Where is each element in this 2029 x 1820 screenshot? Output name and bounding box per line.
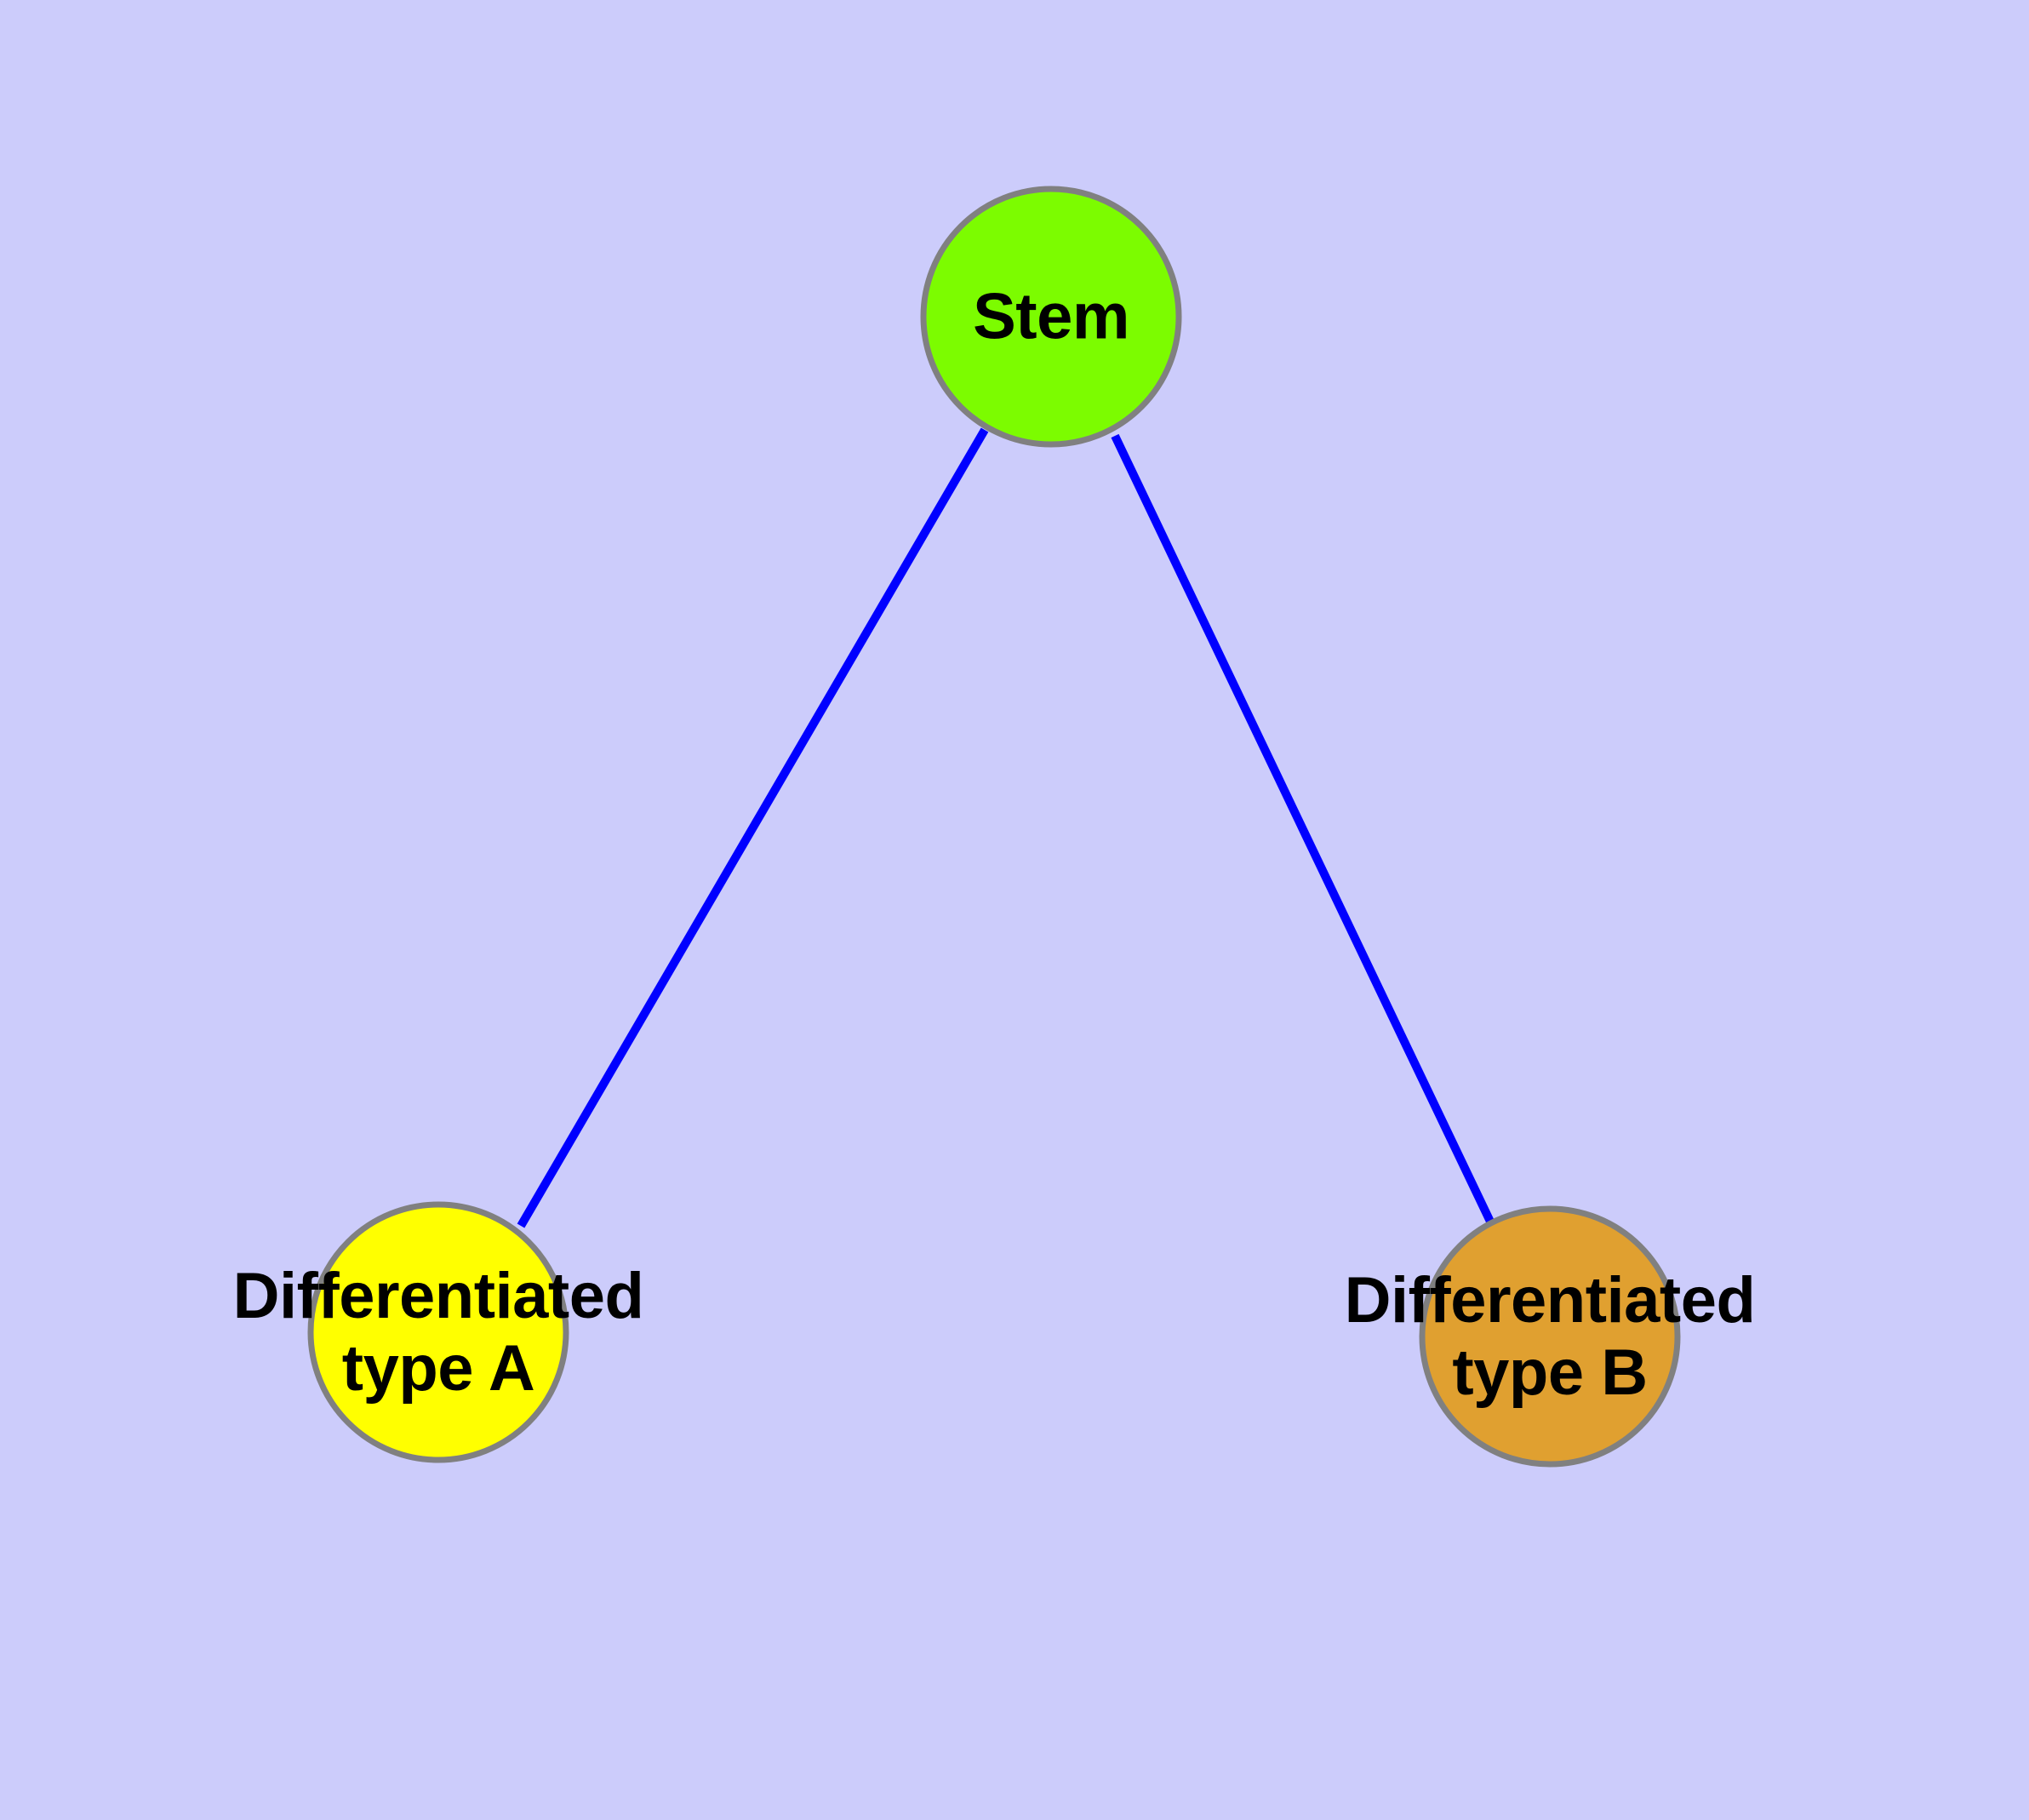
- edge-stem-to-diff-a[interactable]: [517, 427, 989, 1228]
- node-diff-a[interactable]: [307, 1201, 569, 1463]
- edges-layer: [517, 427, 1495, 1228]
- node-diff-b[interactable]: [1419, 1205, 1681, 1468]
- node-stem[interactable]: [920, 186, 1182, 448]
- nodes-layer: [307, 186, 1681, 1468]
- edge-stem-to-diff-b[interactable]: [1111, 433, 1495, 1226]
